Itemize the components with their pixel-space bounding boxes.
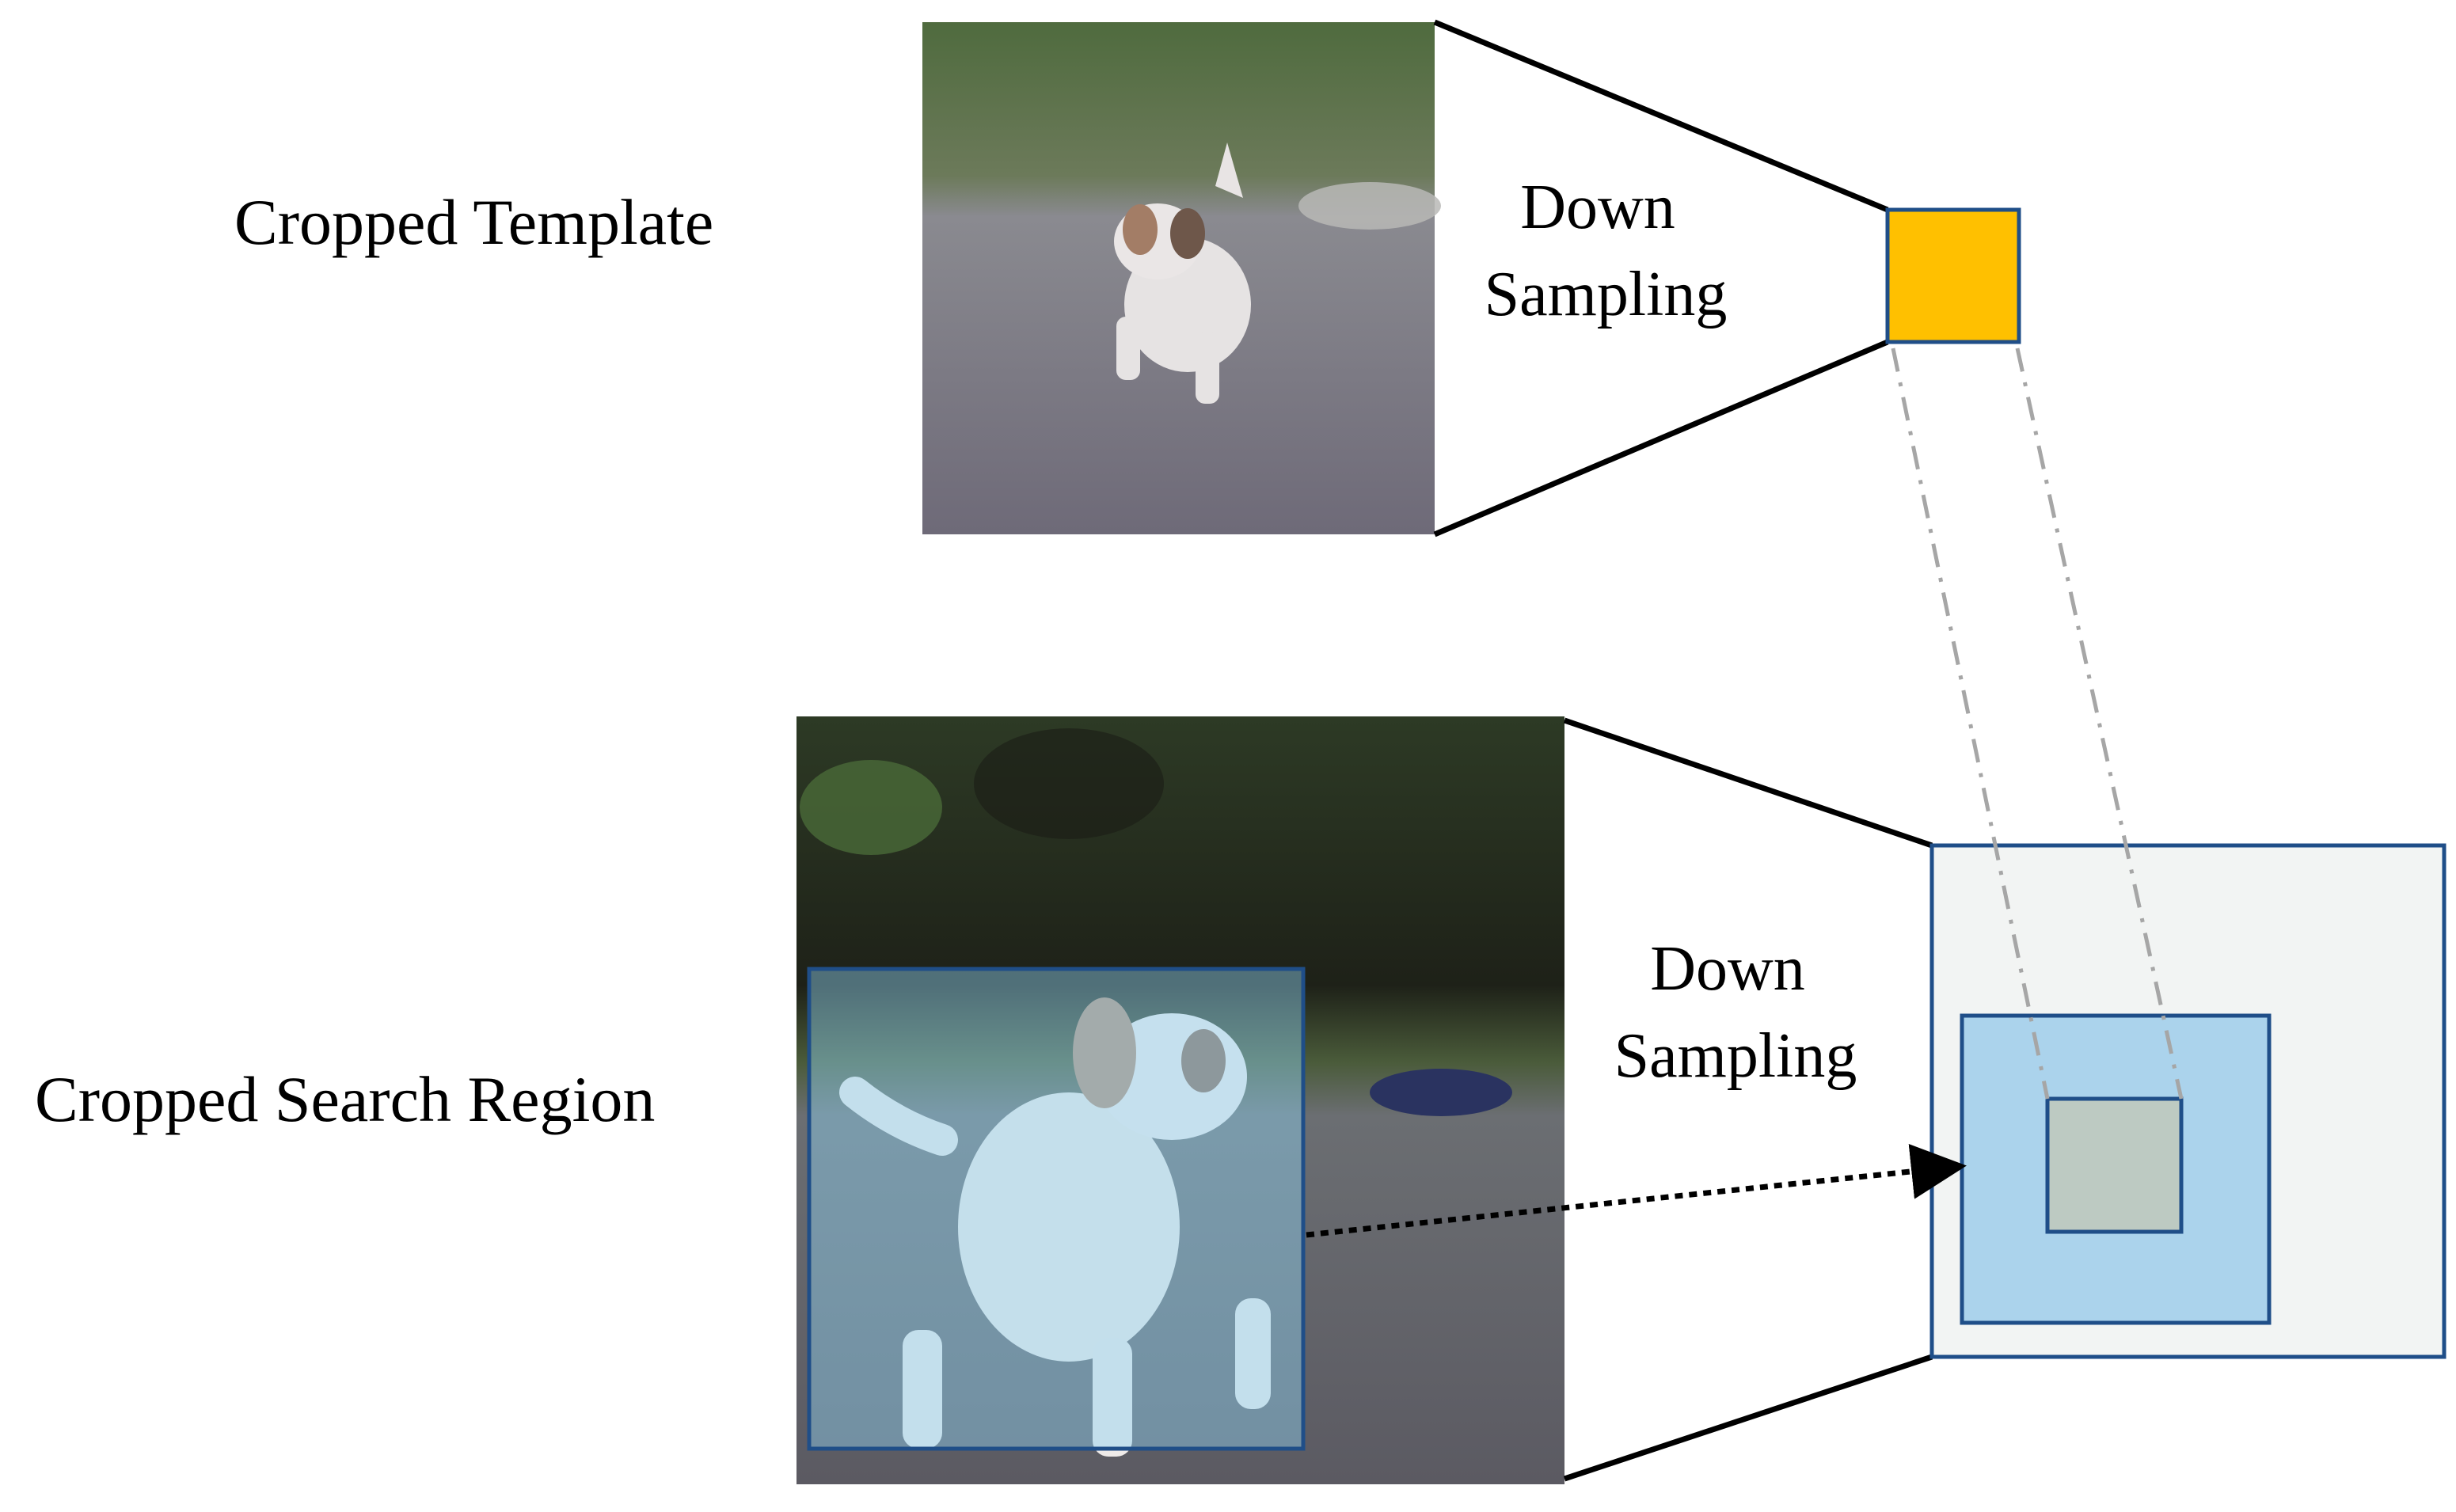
template-label: Cropped Template xyxy=(234,186,713,258)
dog-search-photo xyxy=(796,716,1564,1484)
search-target-cell xyxy=(2045,1096,2184,1234)
down-sampling-label-bottom: Down Sampling xyxy=(1614,934,1857,1091)
projection-line xyxy=(1433,19,1889,213)
dog-template-photo xyxy=(922,22,1441,534)
template-feature-box xyxy=(1885,207,2021,344)
projection-line xyxy=(1563,1354,1933,1482)
correspondence-line-right xyxy=(2015,348,2184,1100)
projection-line xyxy=(1563,717,1933,849)
mapping-arrow xyxy=(1306,1144,1967,1238)
down-sampling-label-top: Down Sampling xyxy=(1485,173,1728,329)
projection-line xyxy=(1433,339,1889,538)
target-highlight-box xyxy=(807,967,1306,1451)
search-label: Cropped Search Region xyxy=(35,1063,655,1135)
